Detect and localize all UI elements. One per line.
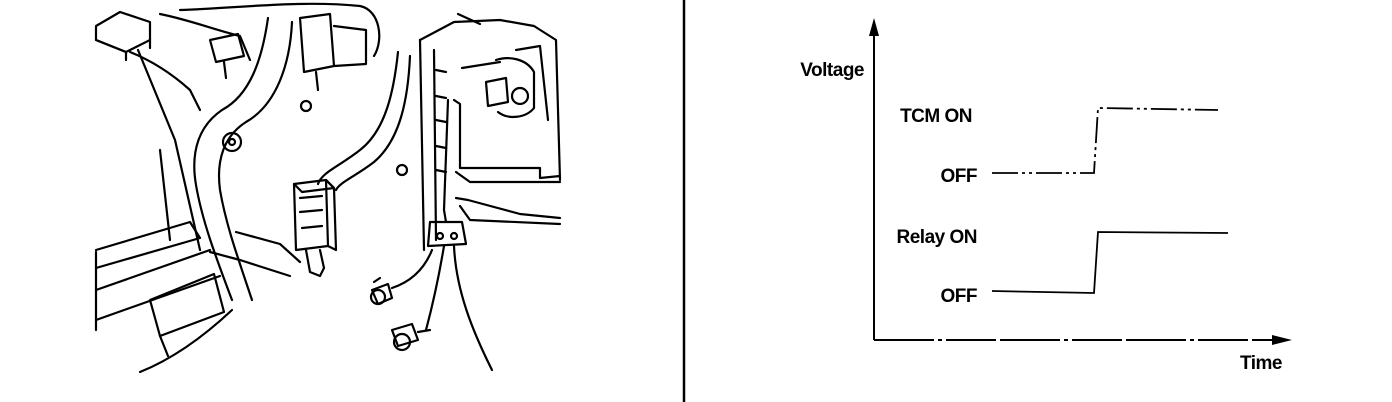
x-axis-label: Time [1240, 353, 1282, 374]
relay-off-label: OFF [941, 286, 978, 307]
tcm-on-label: TCM ON [900, 106, 972, 127]
engine-bay-illustration [94, 2, 562, 374]
y-axis-label: Voltage [800, 60, 864, 81]
relay-waveform [991, 231, 1229, 294]
relay-on-label: Relay ON [897, 227, 977, 248]
tcm-off-label: OFF [941, 166, 978, 187]
tcm-waveform [992, 107, 1219, 174]
y-axis-arrow [869, 18, 879, 36]
timing-diagram: Voltage Time TCM ON OFF Relay ON OFF [800, 18, 1292, 374]
x-axis-arrow [1272, 335, 1292, 345]
